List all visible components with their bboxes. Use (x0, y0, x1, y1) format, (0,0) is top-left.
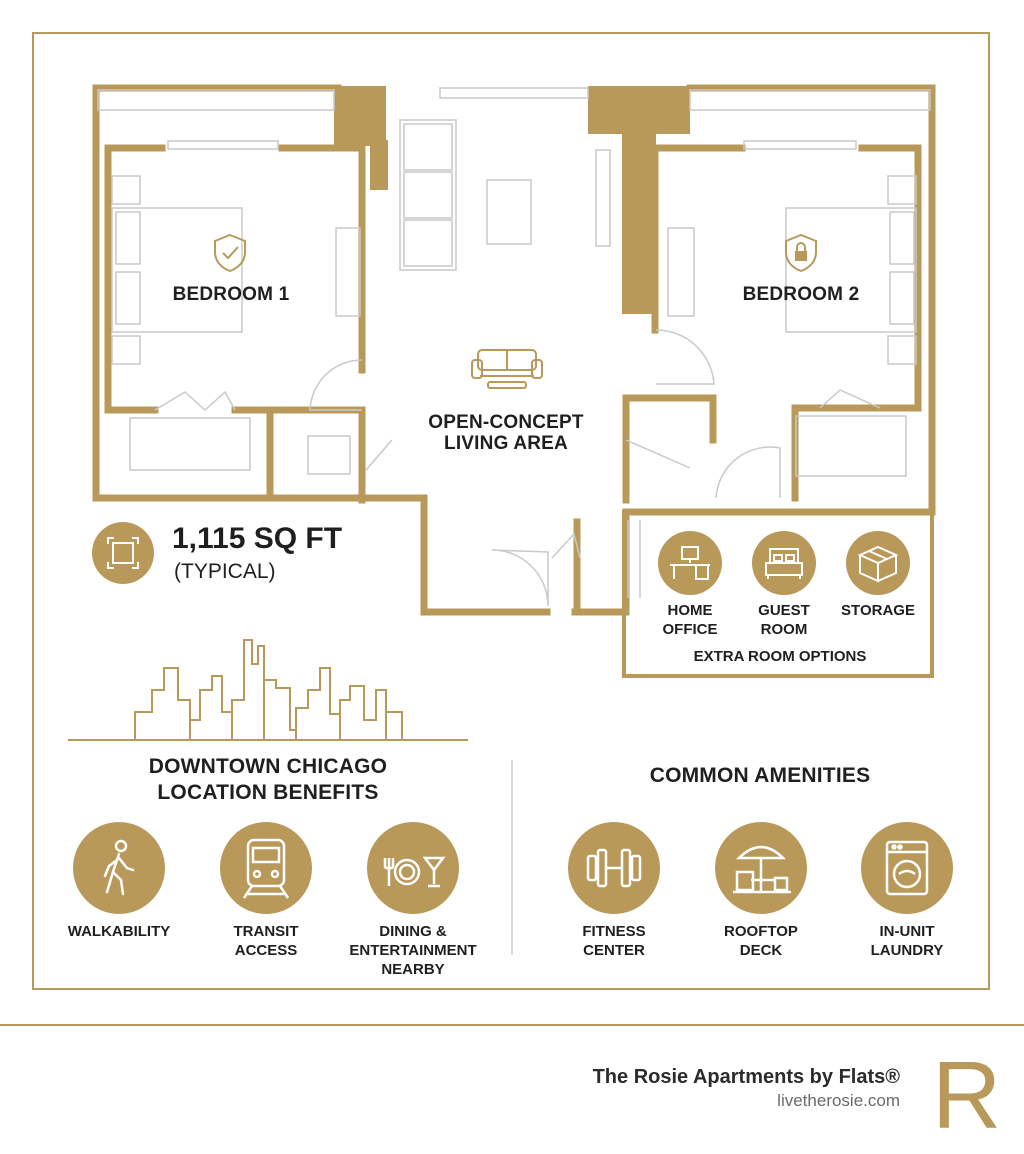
extra-option-home-office: HOME OFFICE (610, 601, 770, 639)
train-icon (220, 822, 312, 914)
desk-icon (658, 531, 722, 595)
amenity-in-unit-laundry: IN-UNIT LAUNDRY (827, 922, 987, 960)
content-frame (32, 32, 990, 990)
benefit-dining-entertainment: DINING & ENTERTAINMENT NEARBY (333, 922, 493, 979)
box-icon (846, 531, 910, 595)
option-label-line1: HOME (667, 602, 713, 619)
location-title-line1: DOWNTOWN CHICAGO (148, 755, 388, 778)
amenity-label-line2: DECK (739, 942, 783, 959)
bed-icon (752, 531, 816, 595)
extra-option-guest-room: GUEST ROOM (704, 601, 864, 639)
option-label-line1: STORAGE (841, 602, 915, 619)
amenity-label-line1: FITNESS (582, 923, 646, 940)
logo-letter: R (932, 1048, 1000, 1134)
amenity-fitness-center: FITNESS CENTER (534, 922, 694, 960)
umbrella-table-icon (715, 822, 807, 914)
washing-machine-icon (861, 822, 953, 914)
floor-plan (68, 84, 936, 955)
amenity-rooftop-deck: ROOFTOP DECK (681, 922, 841, 960)
benefit-label-line2: ACCESS (234, 942, 298, 959)
living-area-label-line1: OPEN-CONCEPT (428, 412, 584, 433)
benefit-label-line1: TRANSIT (233, 923, 299, 940)
benefit-transit-access: TRANSIT ACCESS (186, 922, 346, 960)
amenity-label-line1: ROOFTOP (724, 923, 798, 940)
brand-logo: R (932, 1048, 1000, 1134)
benefit-label-line3: NEARBY (381, 961, 445, 978)
extra-room-options-title: EXTRA ROOM OPTIONS (693, 648, 867, 665)
living-area-label-line2: LIVING AREA (444, 433, 568, 454)
brand-name: The Rosie Apartments by Flats® (592, 1066, 900, 1088)
option-label-line2: OFFICE (662, 621, 718, 638)
area-icon (92, 522, 154, 584)
dining-icon (367, 822, 459, 914)
square-footage: 1,115 SQ FT (172, 522, 343, 555)
bedroom-1-label: BEDROOM 1 (172, 284, 290, 305)
amenities-title: COMMON AMENITIES (649, 764, 871, 787)
bedroom-2-label: BEDROOM 2 (742, 284, 860, 305)
extra-option-storage: STORAGE (798, 601, 958, 620)
shield-lock-icon (785, 233, 817, 273)
sofa-icon (471, 349, 543, 389)
benefit-walkability: WALKABILITY (39, 922, 199, 941)
location-title-line2: LOCATION BENEFITS (157, 781, 379, 804)
footer-divider (0, 1024, 1024, 1026)
option-label-line2: ROOM (760, 621, 808, 638)
amenity-label-line2: LAUNDRY (870, 942, 944, 959)
amenity-label-line1: IN-UNIT (879, 923, 935, 940)
square-footage-note: (TYPICAL) (174, 560, 276, 583)
dumbbell-icon (568, 822, 660, 914)
benefit-label-line1: DINING & (379, 923, 447, 940)
benefit-label-line2: ENTERTAINMENT (349, 942, 477, 959)
option-label-line1: GUEST (758, 602, 810, 619)
shield-check-icon (214, 233, 246, 273)
benefit-label-line1: WALKABILITY (67, 923, 171, 940)
website-link[interactable]: livetherosie.com (777, 1091, 900, 1110)
walking-person-icon (73, 822, 165, 914)
amenity-label-line2: CENTER (583, 942, 645, 959)
